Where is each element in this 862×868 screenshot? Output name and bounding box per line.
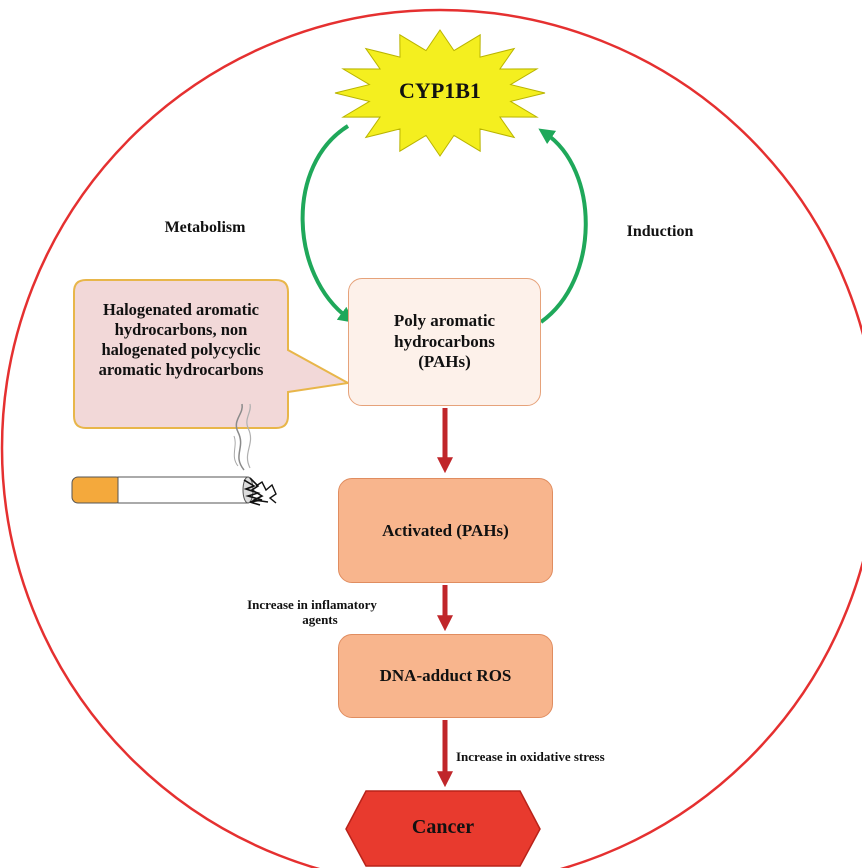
activated-label: Activated (PAHs) (382, 520, 509, 540)
induction-label: Induction (626, 223, 694, 240)
pahs-line-3: (PAHs) (418, 352, 471, 372)
cancer-hexagon (345, 790, 541, 867)
inflammatory-line-1: Increase in inflamatory (247, 597, 377, 612)
cancer-label: Cancer (411, 816, 475, 838)
callout-line-2: hydrocarbons, non (114, 320, 248, 340)
induction-arrow (538, 128, 588, 324)
dna-adduct-node: DNA-adduct ROS (338, 634, 553, 718)
metabolism-label: Metabolism (164, 219, 246, 236)
dna-adduct-label: DNA-adduct ROS (379, 666, 512, 685)
cyp1b1-label: CYP1B1 (399, 78, 481, 103)
callout-line-4: aromatic hydrocarbons (98, 360, 264, 380)
pahs-line-2: hydrocarbons (394, 331, 495, 351)
pahs-node: Poly aromatic hydrocarbons (PAHs) (348, 278, 541, 406)
cigarette-icon (71, 403, 277, 506)
callout-line-3: halogenated polycyclic (101, 340, 261, 360)
cyp1b1-star (334, 29, 546, 157)
oxidative-label: Increase in oxidative stress (456, 749, 605, 764)
metabolism-arrow (300, 124, 355, 323)
callout-line-1: Halogenated aromatic (103, 300, 259, 319)
inflammatory-line-2: agents (302, 611, 338, 627)
inflammatory-label: Increase in inflamatory agents (222, 597, 402, 628)
callout-text: Halogenated aromatic hydrocarbons, non h… (74, 300, 288, 381)
outer-circle (0, 8, 862, 868)
activated-pahs-node: Activated (PAHs) (338, 478, 553, 583)
pahs-line-1: Poly aromatic (393, 311, 496, 331)
callout-bubble (73, 279, 352, 429)
